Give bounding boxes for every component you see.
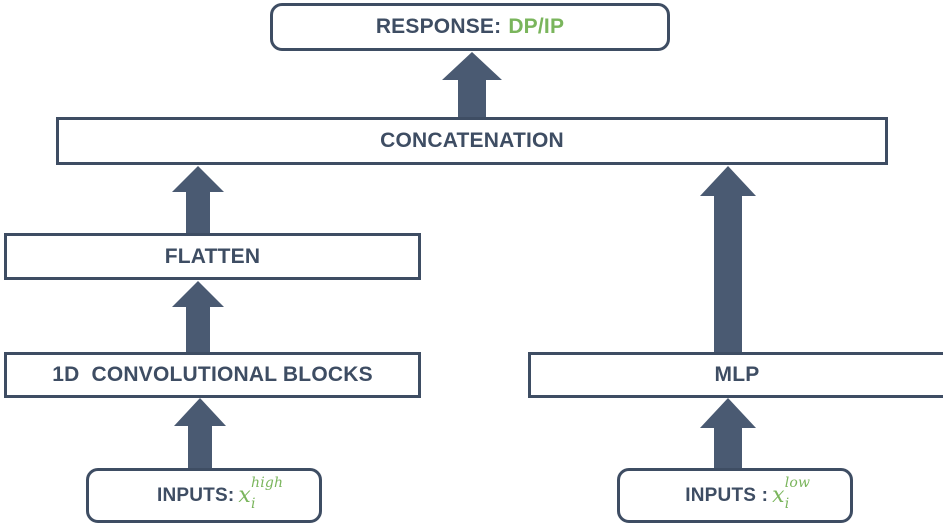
input-low-var-subscript: i — [784, 495, 790, 512]
input-low-var-base: x — [772, 482, 785, 508]
input-low-prefix-label: INPUTS : — [685, 484, 769, 506]
input-low-variable: x low i — [772, 476, 810, 511]
node-conv-blocks: 1D CONVOLUTIONAL BLOCKS — [4, 352, 421, 398]
input-low-var-superscript: low — [784, 474, 811, 491]
input-high-var-superscript: high — [251, 474, 284, 491]
input-high-var-base: x — [238, 482, 251, 508]
node-mlp: MLP — [528, 352, 943, 398]
node-concatenation: CONCATENATION — [56, 117, 888, 165]
arrow-flatten-to-concatenation — [170, 164, 226, 236]
arrow-conv-blocks-to-flatten — [170, 279, 226, 353]
input-high-variable: x high i — [238, 476, 283, 511]
arrow-mlp-to-concatenation — [697, 164, 759, 352]
arrow-concatenation-to-response — [440, 50, 504, 122]
conv-blocks-label: 1D CONVOLUTIONAL BLOCKS — [52, 363, 373, 386]
response-value-label: DP/IP — [508, 15, 565, 38]
flatten-label: FLATTEN — [164, 244, 261, 268]
arrow-input-low-to-mlp — [697, 396, 759, 470]
input-high-prefix-label: INPUTS: — [156, 484, 235, 506]
node-input-high: INPUTS: x high i — [86, 468, 322, 523]
response-prefix-label: RESPONSE: — [375, 15, 502, 38]
mlp-label: MLP — [714, 363, 760, 386]
concatenation-label: CONCATENATION — [380, 129, 564, 152]
input-high-var-subscript: i — [251, 495, 256, 512]
node-response: RESPONSE: DP/IP — [270, 3, 670, 51]
node-flatten: FLATTEN — [4, 233, 421, 280]
arrow-input-high-to-conv-blocks — [172, 396, 228, 470]
node-input-low: INPUTS : x low i — [617, 468, 853, 523]
